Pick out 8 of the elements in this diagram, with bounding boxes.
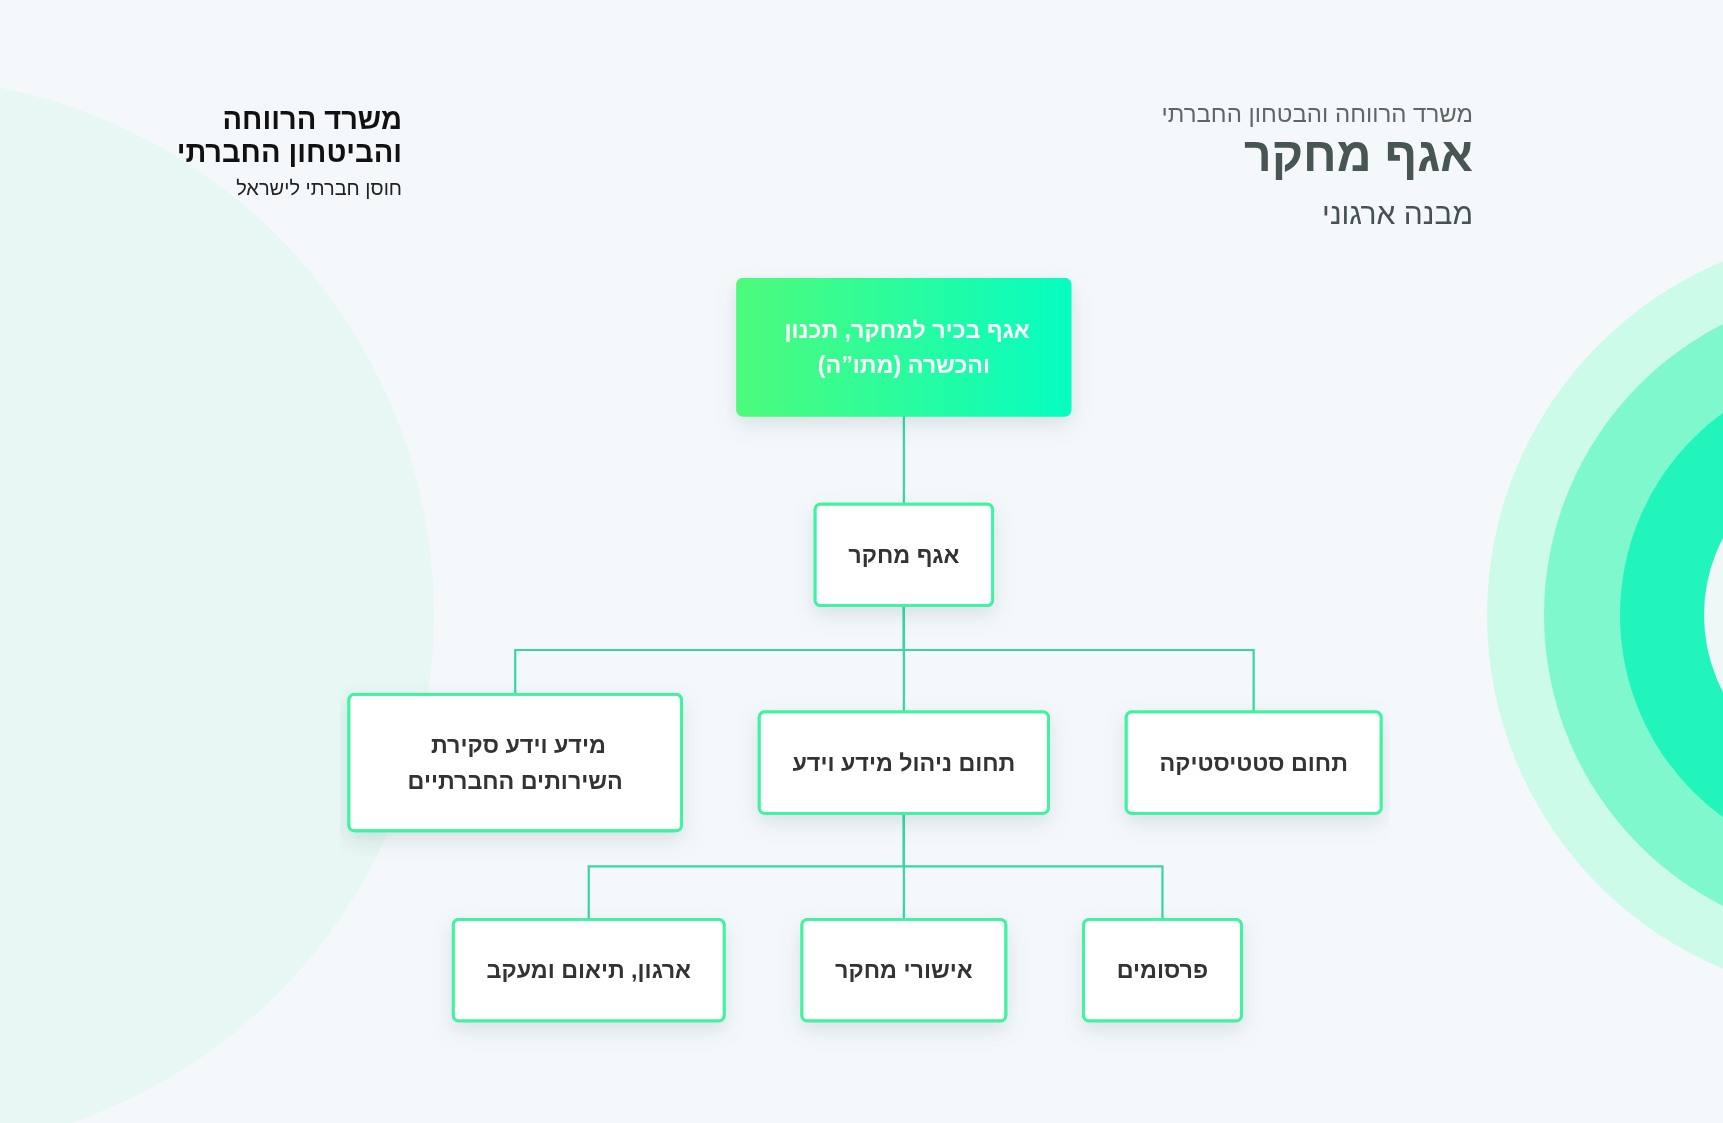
connector — [902, 605, 1255, 712]
subtitle: מבנה ארגוני — [1322, 196, 1473, 232]
connector — [902, 813, 1164, 920]
slogan: חוסן חברתי לישראל — [236, 176, 402, 200]
ministry-name: משרד הרווחה והבטחון החברתי — [1161, 100, 1473, 129]
connector — [902, 415, 905, 505]
title: אגף מחקר — [1244, 127, 1473, 183]
ministry-name: משרד הרווחה והביטחון החברתי — [175, 103, 402, 170]
